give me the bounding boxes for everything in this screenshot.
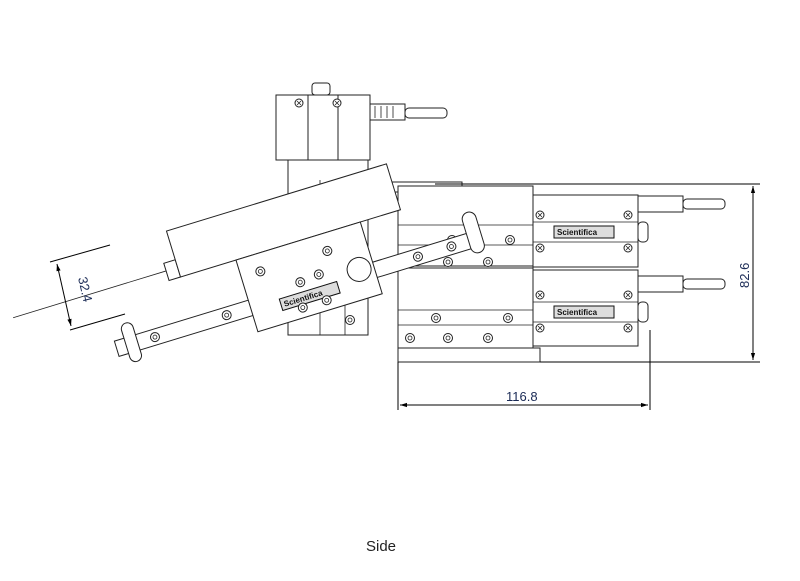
brand-logo-lower: Scientifica — [557, 308, 598, 317]
offset-dimension-label: 32.4 — [75, 275, 95, 303]
brand-logo-upper: Scientifica — [557, 228, 598, 237]
height-dimension-label: 82.6 — [737, 263, 752, 288]
height-dimension: 82.6 — [435, 183, 760, 363]
width-dimension-label: 116.8 — [506, 389, 538, 404]
offset-dimension: 32.4 — [49, 244, 126, 331]
tilted-arm: Scientifica — [12, 163, 485, 363]
view-caption: Side — [366, 538, 397, 555]
xy-stage-stack: Scientifica Scientifica — [371, 181, 726, 363]
width-dimension: 116.8 — [397, 330, 651, 410]
